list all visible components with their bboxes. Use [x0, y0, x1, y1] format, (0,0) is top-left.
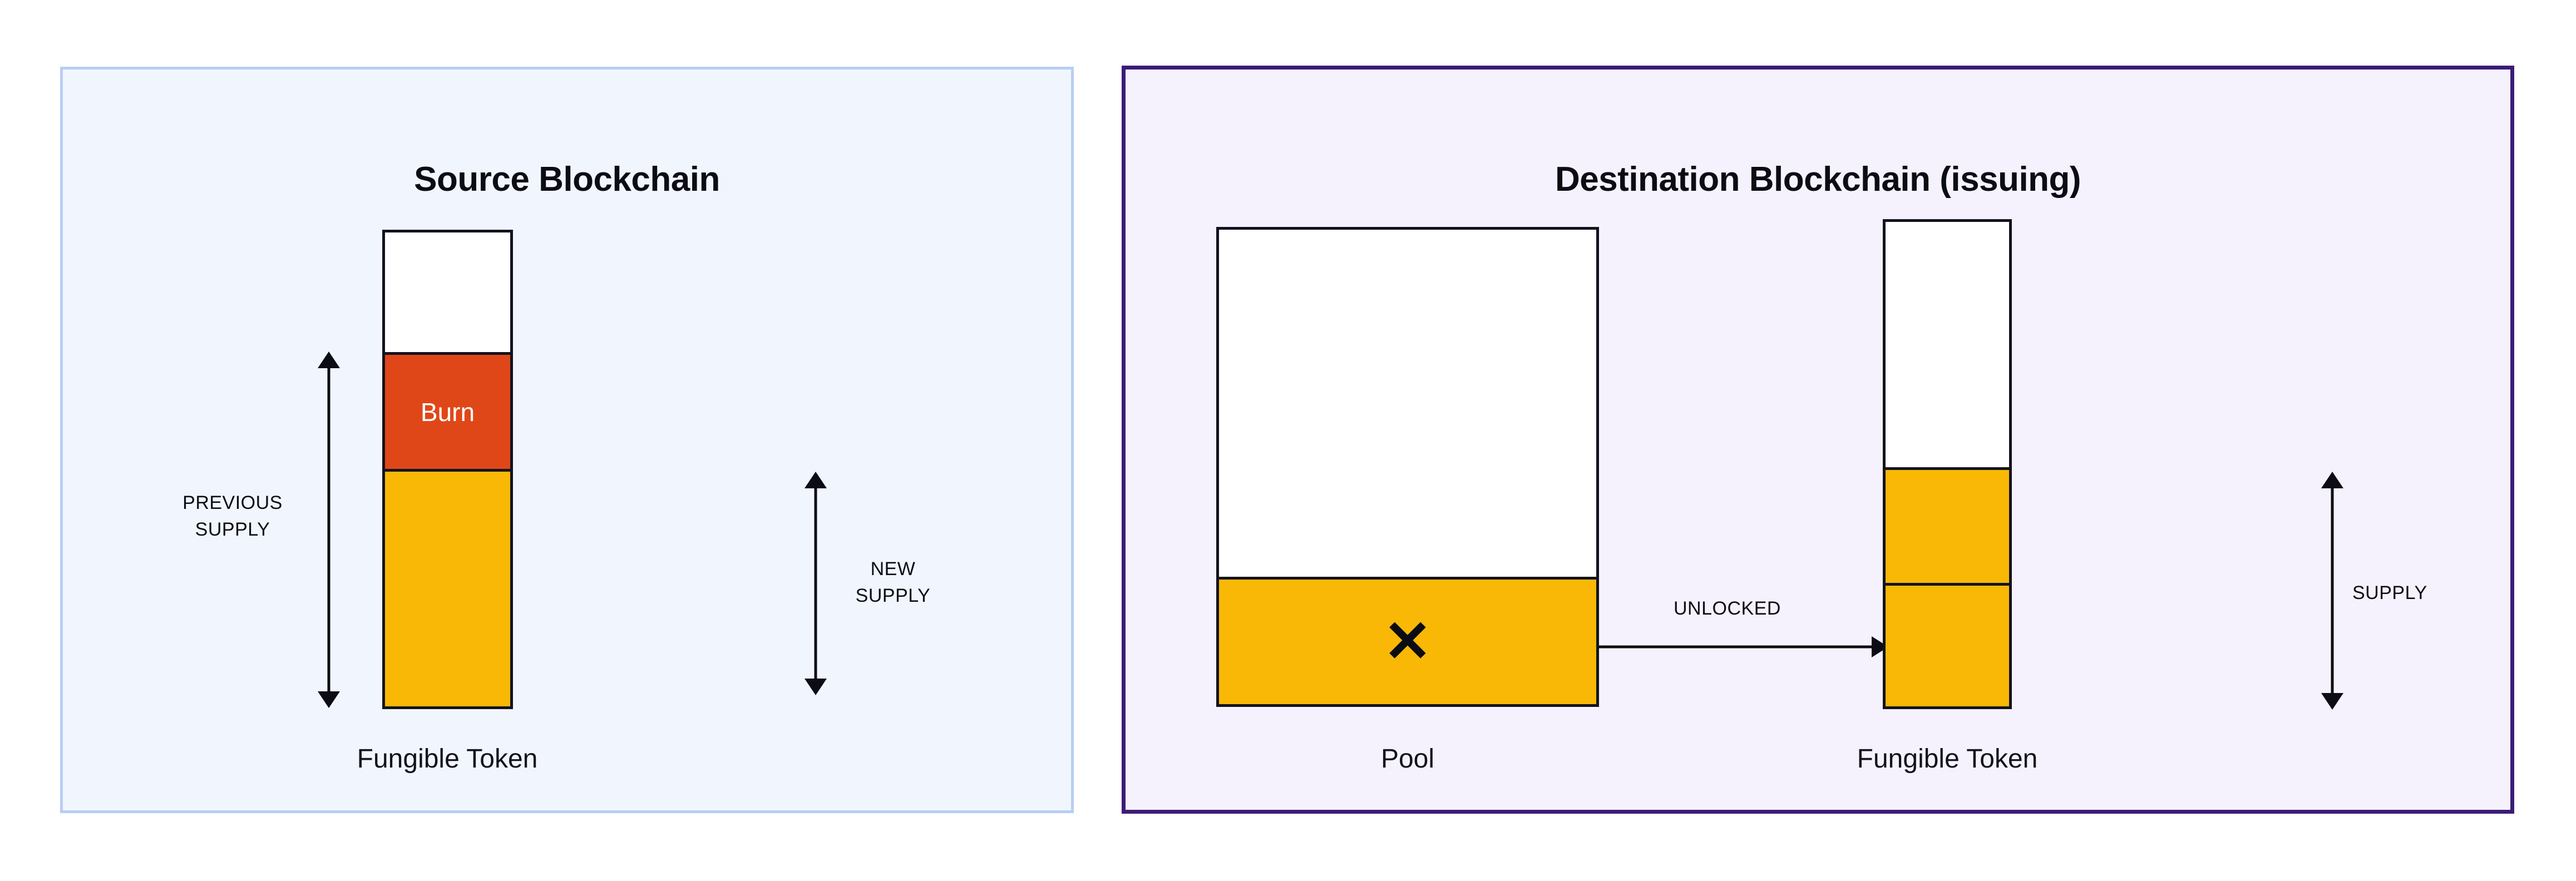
source-bar-caption: Fungible Token — [357, 744, 538, 774]
pool-bar-segment-locked: ✕ — [1219, 576, 1596, 704]
arrow-shaft — [814, 481, 817, 686]
source-bar-segment-remaining — [385, 469, 510, 706]
supply-arrow — [2321, 472, 2343, 710]
dest-bar-segment-unlocked-supply — [1886, 582, 2009, 706]
new-supply-arrow — [805, 472, 827, 695]
destination-bar-caption: Fungible Token — [1857, 744, 2038, 774]
unlocked-flow-arrow — [1599, 636, 1888, 657]
previous-supply-arrow — [318, 352, 340, 708]
destination-panel-title: Destination Blockchain (issuing) — [1555, 160, 2081, 199]
pool-bar-caption: Pool — [1380, 744, 1435, 774]
cross-icon: ✕ — [1383, 609, 1432, 674]
arrow-head-down-icon — [2321, 693, 2343, 710]
pool-bar-segment-empty — [1219, 230, 1596, 577]
arrow-shaft — [2331, 481, 2334, 701]
source-blockchain-panel: Source Blockchain Burn Fungible Token PR… — [60, 67, 1074, 813]
arrow-shaft — [1599, 645, 1874, 649]
arrow-shaft — [327, 360, 330, 699]
destination-blockchain-panel: Destination Blockchain (issuing) ✕ Pool … — [1122, 66, 2514, 814]
new-supply-label: NEW SUPPLY — [855, 558, 931, 607]
dest-bar-segment-empty — [1886, 222, 2009, 467]
pool-bar: ✕ — [1216, 227, 1599, 707]
source-panel-title: Source Blockchain — [414, 160, 720, 199]
arrow-head-down-icon — [318, 691, 340, 708]
arrow-head-down-icon — [805, 679, 827, 695]
dest-bar-segment-existing-supply — [1886, 467, 2009, 583]
destination-fungible-token-bar — [1883, 219, 2012, 709]
source-fungible-token-bar: Burn — [382, 230, 513, 709]
unlocked-arrow-label: UNLOCKED — [1674, 598, 1781, 619]
burn-label: Burn — [420, 397, 475, 427]
supply-label: SUPPLY — [2352, 582, 2427, 603]
source-bar-segment-empty — [385, 232, 510, 353]
source-bar-segment-burn: Burn — [385, 352, 510, 469]
previous-supply-label: PREVIOUS SUPPLY — [182, 492, 283, 541]
